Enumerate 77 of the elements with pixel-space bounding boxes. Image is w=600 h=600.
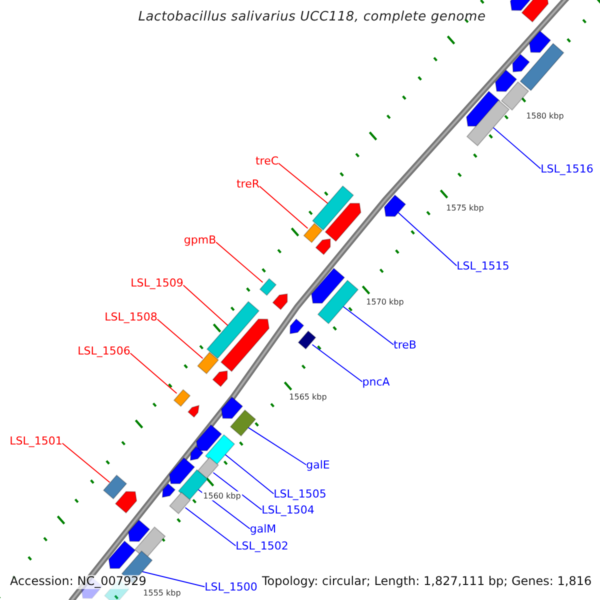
leader-line [130,352,178,394]
leader-line [142,571,206,588]
scale-label: 1570 kbp [365,297,405,307]
scale-label: 1575 kbp [445,203,485,213]
gene-block [108,540,136,569]
gene-block [230,409,256,437]
leader-line [156,318,204,359]
gene-label: LSL_1516 [540,164,594,176]
scale-label: 1580 kbp [525,111,565,121]
gene-block [312,185,354,231]
gene-block [220,318,270,372]
leader-line [224,454,274,494]
leader-line [184,507,236,546]
gene-block [494,69,518,92]
gene-block [220,396,244,419]
gene-block [173,389,191,407]
gene-block [528,30,552,53]
leader-line [398,212,458,266]
gene-label: treR [236,178,260,192]
gene-block [298,330,316,350]
leader-line [182,284,228,326]
gene-label: LSL_1505 [274,488,326,502]
scale-label: 1560 kbp [202,491,242,501]
gene-block [311,268,346,304]
gene-block [102,474,128,500]
leader-line [492,127,542,170]
gene-block [290,318,304,334]
leader-line [248,427,307,466]
gene-block [317,280,359,324]
gene-label: LSL_1515 [456,260,510,274]
gene-block [521,0,549,23]
gene-label: galE [306,460,330,472]
gene-block [196,456,220,480]
gene-block [212,370,228,388]
gene-block [114,491,138,514]
gene-block [196,352,220,374]
gene-label: LSL_1506 [78,346,130,358]
gene-label: LSL_1500 [204,582,258,594]
gene-block [168,492,192,514]
gene-block [168,457,196,484]
leader-line [259,186,308,229]
gene-block [259,278,277,296]
leader-line [278,162,328,204]
gene-block [500,81,530,111]
gene-block [520,42,564,92]
gene-label: treC [255,156,279,168]
gene-block [128,519,150,542]
gene-block [206,300,260,360]
leader-line [312,344,363,382]
gene-label: gpmB [184,234,216,248]
gene-label: pncA [362,376,390,390]
gene-label: LSL_1501 [10,436,62,448]
gene-label: LSL_1502 [236,540,288,554]
gene-block [204,434,236,466]
gene-block [512,54,530,72]
gene-block [384,194,406,217]
gene-block [272,293,288,310]
gene-label: treB [394,340,416,352]
gene-label: galM [250,524,276,536]
gene-block [466,100,510,146]
scale-label: 1555 kbp [142,588,182,598]
scale-label: 1565 kbp [288,392,328,402]
map-title: Lactobacillus salivarius UCC118, complete genome [138,10,486,26]
leader-line [212,472,262,510]
leader-line [62,442,110,483]
gene-label: LSL_1504 [262,504,314,518]
gene-label: LSL_1509 [130,278,184,290]
leader-line [342,306,394,346]
gene-block [196,424,222,452]
genome-info: Accession: NC_007929 [8,575,148,589]
gene-block [324,202,362,242]
leader-line [216,242,264,283]
genome-info: Topology: circular; Length: 1,827,111 bp; Genes: 1,816 [260,575,594,589]
gene-label: LSL_1508 [104,312,158,324]
gene-block [315,238,331,256]
gene-block [187,404,200,418]
gene-block [510,0,532,11]
